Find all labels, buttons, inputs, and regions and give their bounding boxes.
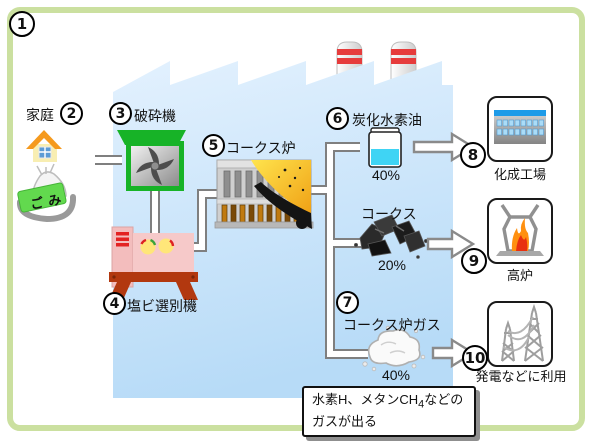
coke-oven-machine	[214, 159, 314, 229]
step-6-number: 6	[332, 110, 343, 127]
factory-silhouette	[113, 61, 453, 398]
step-1-badge: 1	[9, 11, 35, 37]
step-4-number: 4	[109, 295, 120, 312]
household-label: 家庭	[26, 107, 54, 123]
chemical-plant-box	[487, 96, 553, 162]
note-line2: ガスが出る	[312, 414, 378, 430]
gas-percent: 40%	[381, 367, 411, 383]
chimney-stripe	[391, 49, 416, 55]
crusher-label: 破砕機	[134, 108, 176, 124]
gas-note-box: 水素H、メタンCH4などの ガスが出る	[302, 386, 476, 438]
crusher-fan-icon	[136, 147, 174, 185]
note-line1-pre: 水素H、メタンCH	[312, 392, 419, 407]
step-9-badge: 9	[461, 248, 487, 274]
power-lines-box	[487, 301, 553, 367]
step-10-badge: 10	[462, 345, 488, 371]
diagram-frame	[7, 7, 585, 431]
step-8-badge: 8	[460, 142, 486, 168]
coke-label: コークス	[361, 206, 417, 222]
chimney-stripe	[337, 49, 362, 55]
blast-furnace-icon	[496, 204, 544, 256]
step-2-badge: 2	[60, 102, 83, 125]
gas-cloud-icon	[362, 325, 426, 372]
pvc-sorter-machine	[109, 226, 198, 300]
chimney-stripe	[391, 58, 416, 64]
house-icon	[26, 130, 62, 162]
arrow-to-furnace	[426, 228, 476, 260]
step-8-number: 8	[467, 146, 479, 164]
step-7-number: 7	[342, 294, 353, 311]
blast-furnace-label: 高炉	[506, 268, 533, 283]
step-5-number: 5	[208, 137, 219, 154]
note-subscript: 4	[418, 398, 425, 411]
chimney-stripe	[337, 58, 362, 64]
oil-label: 炭化水素油	[352, 112, 422, 128]
step-10-number: 10	[464, 349, 486, 367]
chemical-plant-label: 化成工場	[493, 167, 546, 182]
coke-percent: 20%	[377, 257, 407, 273]
step-6-badge: 6	[326, 107, 349, 130]
note-line1-post: などの	[424, 392, 464, 407]
factory-building-icon	[494, 110, 546, 144]
coke-oven-label: コークス炉	[226, 140, 296, 156]
crusher-machine	[117, 130, 186, 191]
step-1-number: 1	[16, 15, 28, 33]
oil-bottle-icon	[368, 127, 402, 168]
step-2-number: 2	[66, 105, 77, 122]
step-3-badge: 3	[109, 102, 132, 125]
garbage-bag-icon	[17, 163, 76, 223]
step-4-badge: 4	[103, 292, 126, 315]
oil-percent: 40%	[371, 167, 401, 183]
step-9-number: 9	[468, 252, 480, 270]
step-5-badge: 5	[202, 134, 225, 157]
blast-furnace-box	[487, 198, 553, 264]
gas-label: コークス炉ガス	[343, 317, 441, 333]
power-use-label: 発電などに利用	[475, 369, 567, 384]
coal-speckles	[278, 166, 305, 192]
power-pylon-icon	[501, 303, 544, 362]
step-7-badge: 7	[336, 291, 359, 314]
step-3-number: 3	[115, 105, 126, 122]
pvc-sorter-label: 塩ビ選別機	[127, 298, 197, 314]
